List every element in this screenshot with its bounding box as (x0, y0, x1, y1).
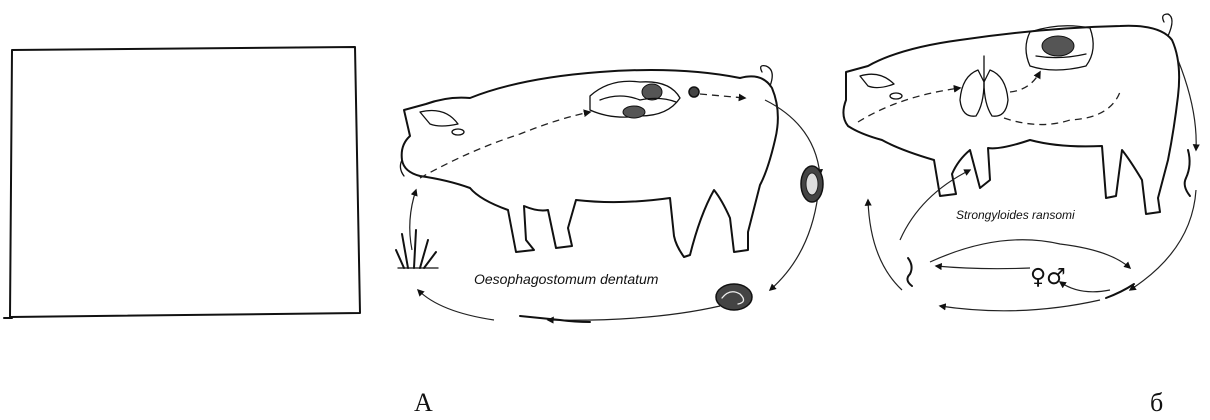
intestine-a (590, 81, 699, 118)
species-label-b: Strongyloides ransomi (956, 208, 1075, 222)
larva-b-3 (1106, 284, 1134, 298)
migration-path-b (858, 88, 960, 122)
life-cycle-ring-a (765, 100, 820, 175)
diagram-a: Oesophagostomum dentatum (396, 66, 823, 322)
sex-symbols: ♀♂ (1030, 265, 1066, 290)
pig-a-tail (761, 66, 773, 86)
empty-frame (4, 47, 360, 318)
lungs-icon (960, 56, 1008, 116)
migration-path-a (420, 112, 590, 178)
panel-label-a: А (414, 388, 433, 417)
diagram-b: ♀♂ Strongyloides ransomi (843, 14, 1196, 311)
larva-egg-stage-a (716, 284, 752, 310)
larva-a (520, 316, 590, 322)
larva-b-2 (907, 258, 912, 286)
grass-icon (396, 230, 438, 268)
pig-b-body (843, 26, 1179, 214)
intestine-b (1026, 26, 1093, 70)
larva-b-1 (1185, 150, 1190, 196)
egg-stage-a (801, 166, 823, 202)
panel-label-b: б (1150, 388, 1163, 417)
species-label-a: Oesophagostomum dentatum (474, 271, 659, 287)
life-cycle-ring-b (1178, 60, 1196, 150)
